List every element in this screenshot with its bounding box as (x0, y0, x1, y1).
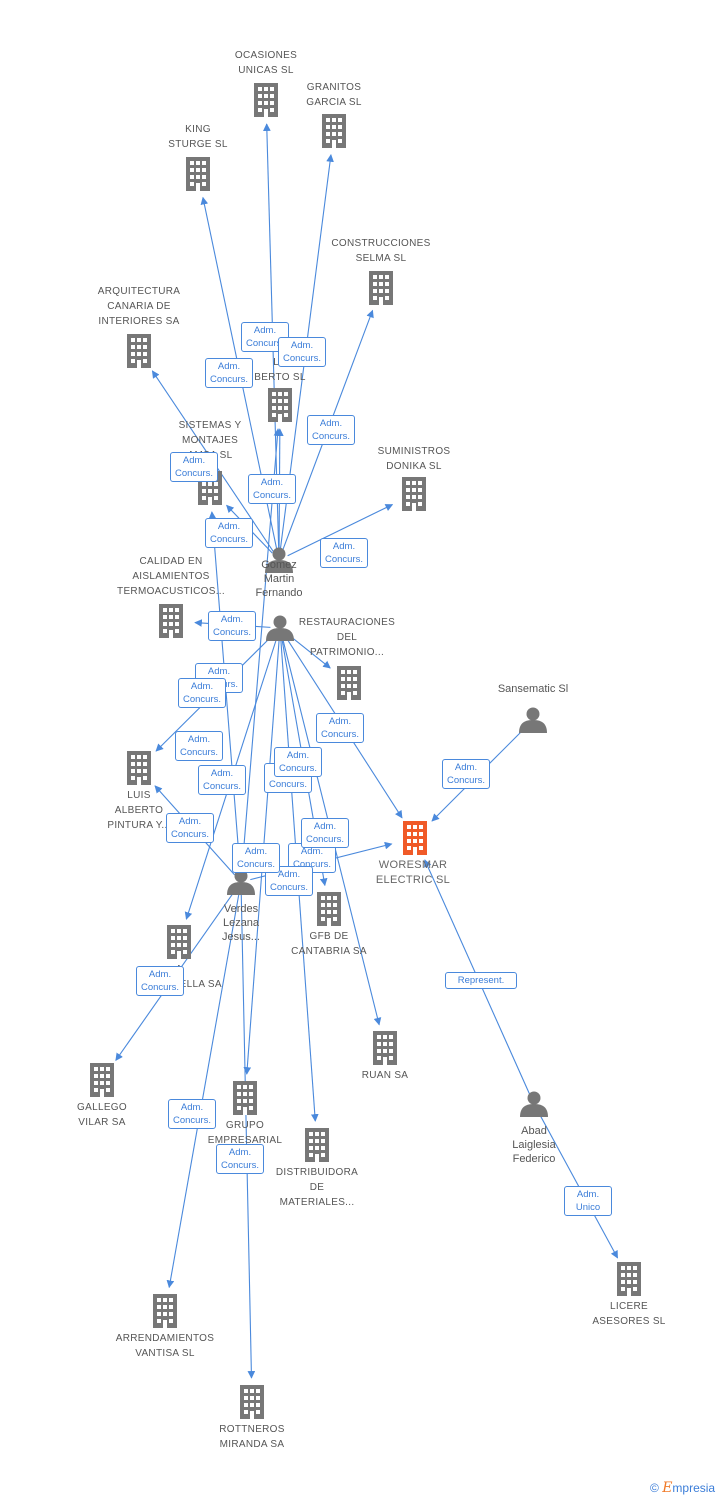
edge-verdes-arrendamientos (166, 891, 240, 1289)
edge-label-verdes-rottneros[interactable]: Adm. Concurs. (198, 765, 246, 795)
person-icon-abad[interactable] (520, 1091, 548, 1118)
edge-label-verdes-luisberto[interactable]: Adm. Concurs. (274, 747, 322, 777)
node-label-gfb[interactable]: GFB DE CANTABRIA SA (291, 931, 367, 957)
building-icon-luispintura[interactable] (127, 751, 151, 785)
node-label-distribuidora[interactable]: DISTRIBUIDORA DE MATERIALES... (275, 1167, 359, 1208)
edge-abad-licere (538, 1112, 619, 1259)
building-icon-grupo[interactable] (233, 1081, 257, 1115)
node-label-ocasiones[interactable]: OCASIONES UNICAS SL (234, 50, 298, 76)
node-label-arquitectura[interactable]: ARQUITECTURA CANARIA DE INTERIORES SA (97, 286, 181, 327)
building-icon-licere[interactable] (617, 1262, 641, 1296)
node-label-ruan[interactable]: RUAN SA (361, 1070, 409, 1081)
edge-label-verdes-gallego[interactable]: Adm. Concurs. (175, 731, 223, 761)
edge-label-hub-ruan[interactable]: Adm. Concurs. (301, 818, 349, 848)
building-icon-suministros[interactable] (402, 477, 426, 511)
node-label-abad[interactable]: Abad Laiglesia Federico (512, 1125, 556, 1165)
edge-label-abad-woresmar[interactable]: Represent. (445, 972, 517, 989)
edge-hub-restauraciones (287, 633, 331, 669)
edge-label-hub-grupo[interactable]: Adm. Concurs. (216, 1144, 264, 1174)
node-label-licere[interactable]: LICERE ASESORES SL (592, 1301, 666, 1327)
edge-label-gomez-king[interactable]: Adm. Concurs. (205, 358, 253, 388)
edge-label-verdes-luispintura[interactable]: Adm. Concurs. (178, 678, 226, 708)
edge-label-sansematic-woresmar[interactable]: Adm. Concurs. (442, 759, 490, 789)
person-icon-sansematic[interactable] (519, 707, 547, 734)
node-label-gomez[interactable]: Gomez Martin Fernando (255, 559, 303, 599)
building-icon-ruan[interactable] (373, 1031, 397, 1065)
node-label-rottneros[interactable]: ROTTNEROS MIRANDA SA (219, 1424, 285, 1450)
node-label-construcciones[interactable]: CONSTRUCCIONES SELMA SL (331, 238, 431, 264)
building-icon-granitos[interactable] (322, 114, 346, 148)
edge-label-gomez-suministros[interactable]: Adm. Concurs. (320, 538, 368, 568)
building-icon-luisberto[interactable] (268, 388, 292, 422)
logo-e: E (662, 1480, 673, 1496)
building-icon-woresmar[interactable] (403, 821, 427, 855)
node-label-sansematic[interactable]: Sansematic Sl (497, 683, 569, 695)
node-label-granitos[interactable]: GRANITOS GARCIA SL (306, 82, 362, 108)
edge-label-gomez-arquitectura[interactable]: Adm. Concurs. (170, 452, 218, 482)
logo-text: mpresia (672, 1481, 716, 1495)
edge-label-hub-restauraciones[interactable]: Adm. Concurs. (316, 713, 364, 743)
edge-label-verdes-arrendamientos[interactable]: Adm. Concurs. (168, 1099, 216, 1129)
building-icon-gallego[interactable] (90, 1063, 114, 1097)
building-icon-arquitectura[interactable] (127, 334, 151, 368)
node-label-king[interactable]: KING STURGE SL (168, 124, 228, 150)
person-icon-verdes[interactable] (227, 869, 255, 896)
building-icon-gfb[interactable] (317, 892, 341, 926)
node-label-calidad[interactable]: CALIDAD EN AISLAMIENTOS TERMOACUSTICOS..… (117, 556, 225, 597)
edge-label-gomez-sistemas[interactable]: Adm. Concurs. (205, 518, 253, 548)
empresia-logo[interactable]: © Empresia (650, 1480, 715, 1496)
node-label-woresmar[interactable]: WORESMAR ELECTRIC SL (375, 859, 451, 886)
edge-label-gomez-construcciones[interactable]: Adm. Concurs. (307, 415, 355, 445)
edge-label-hub-gfb[interactable]: Adm. Concurs. (265, 866, 313, 896)
node-label-luispintura[interactable]: LUIS ALBERTO PINTURA Y... (107, 790, 171, 831)
edge-label-verdes-woresmar[interactable]: Adm. Concurs. (232, 843, 280, 873)
edge-label-gomez-granitos[interactable]: Adm. Concurs. (278, 337, 326, 367)
edge-label-hub-escandella[interactable]: Adm. Concurs. (136, 966, 184, 996)
building-icon-restauraciones[interactable] (337, 666, 361, 700)
edge-label-gomez-luisberto[interactable]: Adm. Concurs. (248, 474, 296, 504)
node-label-arrendamientos[interactable]: ARRENDAMIENTOS VANTISA SL (115, 1333, 215, 1359)
building-icon-construcciones[interactable] (369, 271, 393, 305)
building-icon-king[interactable] (186, 157, 210, 191)
edge-label-abad-licere[interactable]: Adm. Unico (564, 1186, 612, 1216)
node-label-restauraciones[interactable]: RESTAURACIONES DEL PATRIMONIO... (298, 617, 396, 658)
edge-gomez-suministros (287, 504, 394, 557)
building-icon-rottneros[interactable] (240, 1385, 264, 1419)
building-icon-calidad[interactable] (159, 604, 183, 638)
building-icon-arrendamientos[interactable] (153, 1294, 177, 1328)
edge-verdes-rottneros (240, 891, 256, 1379)
copyright-symbol: © (650, 1481, 659, 1495)
node-label-gallego[interactable]: GALLEGO VILAR SA (77, 1102, 127, 1128)
edge-label-verdes-sistemas[interactable]: Adm. Concurs. (208, 611, 256, 641)
edge-label-hub-luispintura[interactable]: Adm. Concurs. (166, 813, 214, 843)
node-label-verdes[interactable]: Verdes Lezana Jesus... (222, 903, 260, 943)
node-label-suministros[interactable]: SUMINISTROS DONIKA SL (377, 446, 451, 472)
